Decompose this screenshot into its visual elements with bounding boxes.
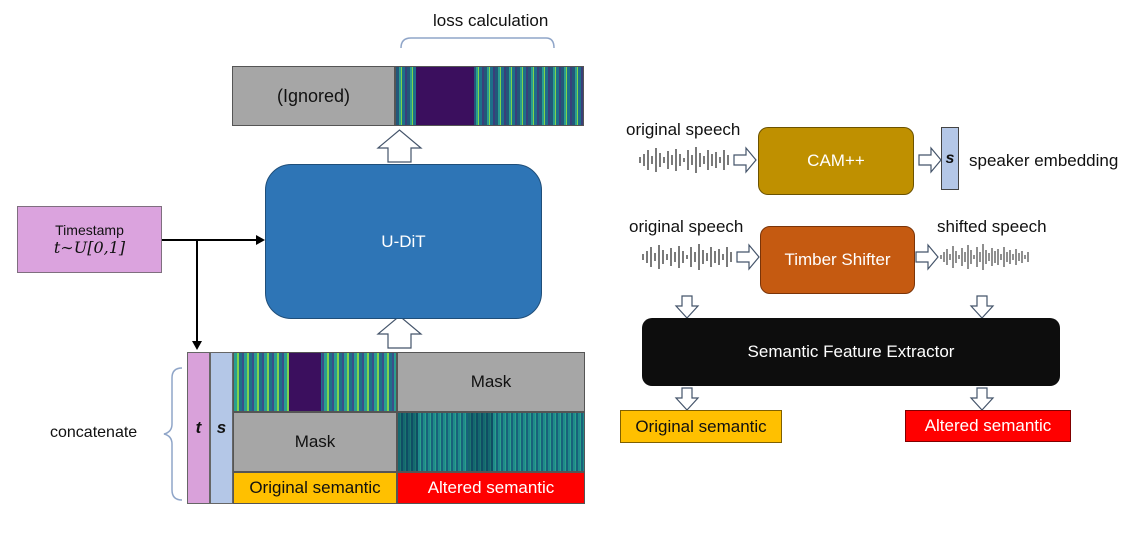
udit-block: U-DiT bbox=[265, 164, 542, 319]
t-strip-label: t bbox=[195, 418, 202, 437]
altered-semantic-input-label: Altered semantic bbox=[427, 478, 555, 497]
timestamp-title: Timestamp bbox=[55, 222, 124, 238]
shifted-speech-label: shifted speech bbox=[937, 217, 1047, 236]
speaker-embedding-box: s bbox=[941, 127, 959, 190]
altered-semantic-output: Altered semantic bbox=[905, 410, 1071, 442]
original-speech-label-1: original speech bbox=[626, 120, 741, 139]
concatenate-label: concatenate bbox=[50, 424, 138, 441]
speaker-embedding-s: s bbox=[945, 149, 955, 167]
udit-label: U-DiT bbox=[381, 231, 426, 251]
cam-label: CAM++ bbox=[807, 151, 865, 170]
target-spectrogram bbox=[395, 66, 584, 126]
ignored-label: (Ignored) bbox=[276, 85, 351, 106]
timestamp-box: Timestamp t∼U[0,1] bbox=[17, 206, 162, 273]
loss-calculation-label: loss calculation bbox=[433, 11, 549, 30]
original-semantic-output-label: Original semantic bbox=[635, 416, 767, 436]
original-semantic-output: Original semantic bbox=[620, 410, 782, 443]
ignored-box: (Ignored) bbox=[232, 66, 395, 126]
original-speech-label-2: original speech bbox=[629, 217, 744, 236]
mask-bottom-label: Mask bbox=[294, 432, 336, 451]
s-strip-label: s bbox=[216, 418, 227, 437]
cam-block: CAM++ bbox=[758, 127, 914, 195]
s-strip: s bbox=[210, 352, 233, 504]
altered-semantic-input: Altered semantic bbox=[397, 472, 585, 504]
altered-semantic-output-label: Altered semantic bbox=[924, 416, 1052, 435]
waveform-shifted bbox=[940, 244, 1029, 270]
speaker-embedding-label: speaker embedding bbox=[969, 151, 1119, 170]
waveform-original-1 bbox=[639, 147, 729, 173]
waveform-original-2 bbox=[642, 244, 732, 270]
timber-shifter-block: Timber Shifter bbox=[760, 226, 915, 294]
semantic-extractor-label: Semantic Feature Extractor bbox=[747, 342, 955, 361]
timber-shifter-label: Timber Shifter bbox=[784, 250, 891, 269]
original-semantic-input-label: Original semantic bbox=[249, 478, 381, 497]
mask-bottom-box: Mask bbox=[233, 412, 397, 472]
mask-top-label: Mask bbox=[470, 372, 512, 391]
noise-spectrogram bbox=[397, 412, 585, 472]
original-semantic-input: Original semantic bbox=[233, 472, 397, 504]
input-spectrogram bbox=[233, 352, 397, 412]
mask-top-box: Mask bbox=[397, 352, 585, 412]
t-strip: t bbox=[187, 352, 210, 504]
timestamp-formula: t∼U[0,1] bbox=[53, 238, 126, 257]
semantic-extractor-block: Semantic Feature Extractor bbox=[642, 318, 1060, 386]
